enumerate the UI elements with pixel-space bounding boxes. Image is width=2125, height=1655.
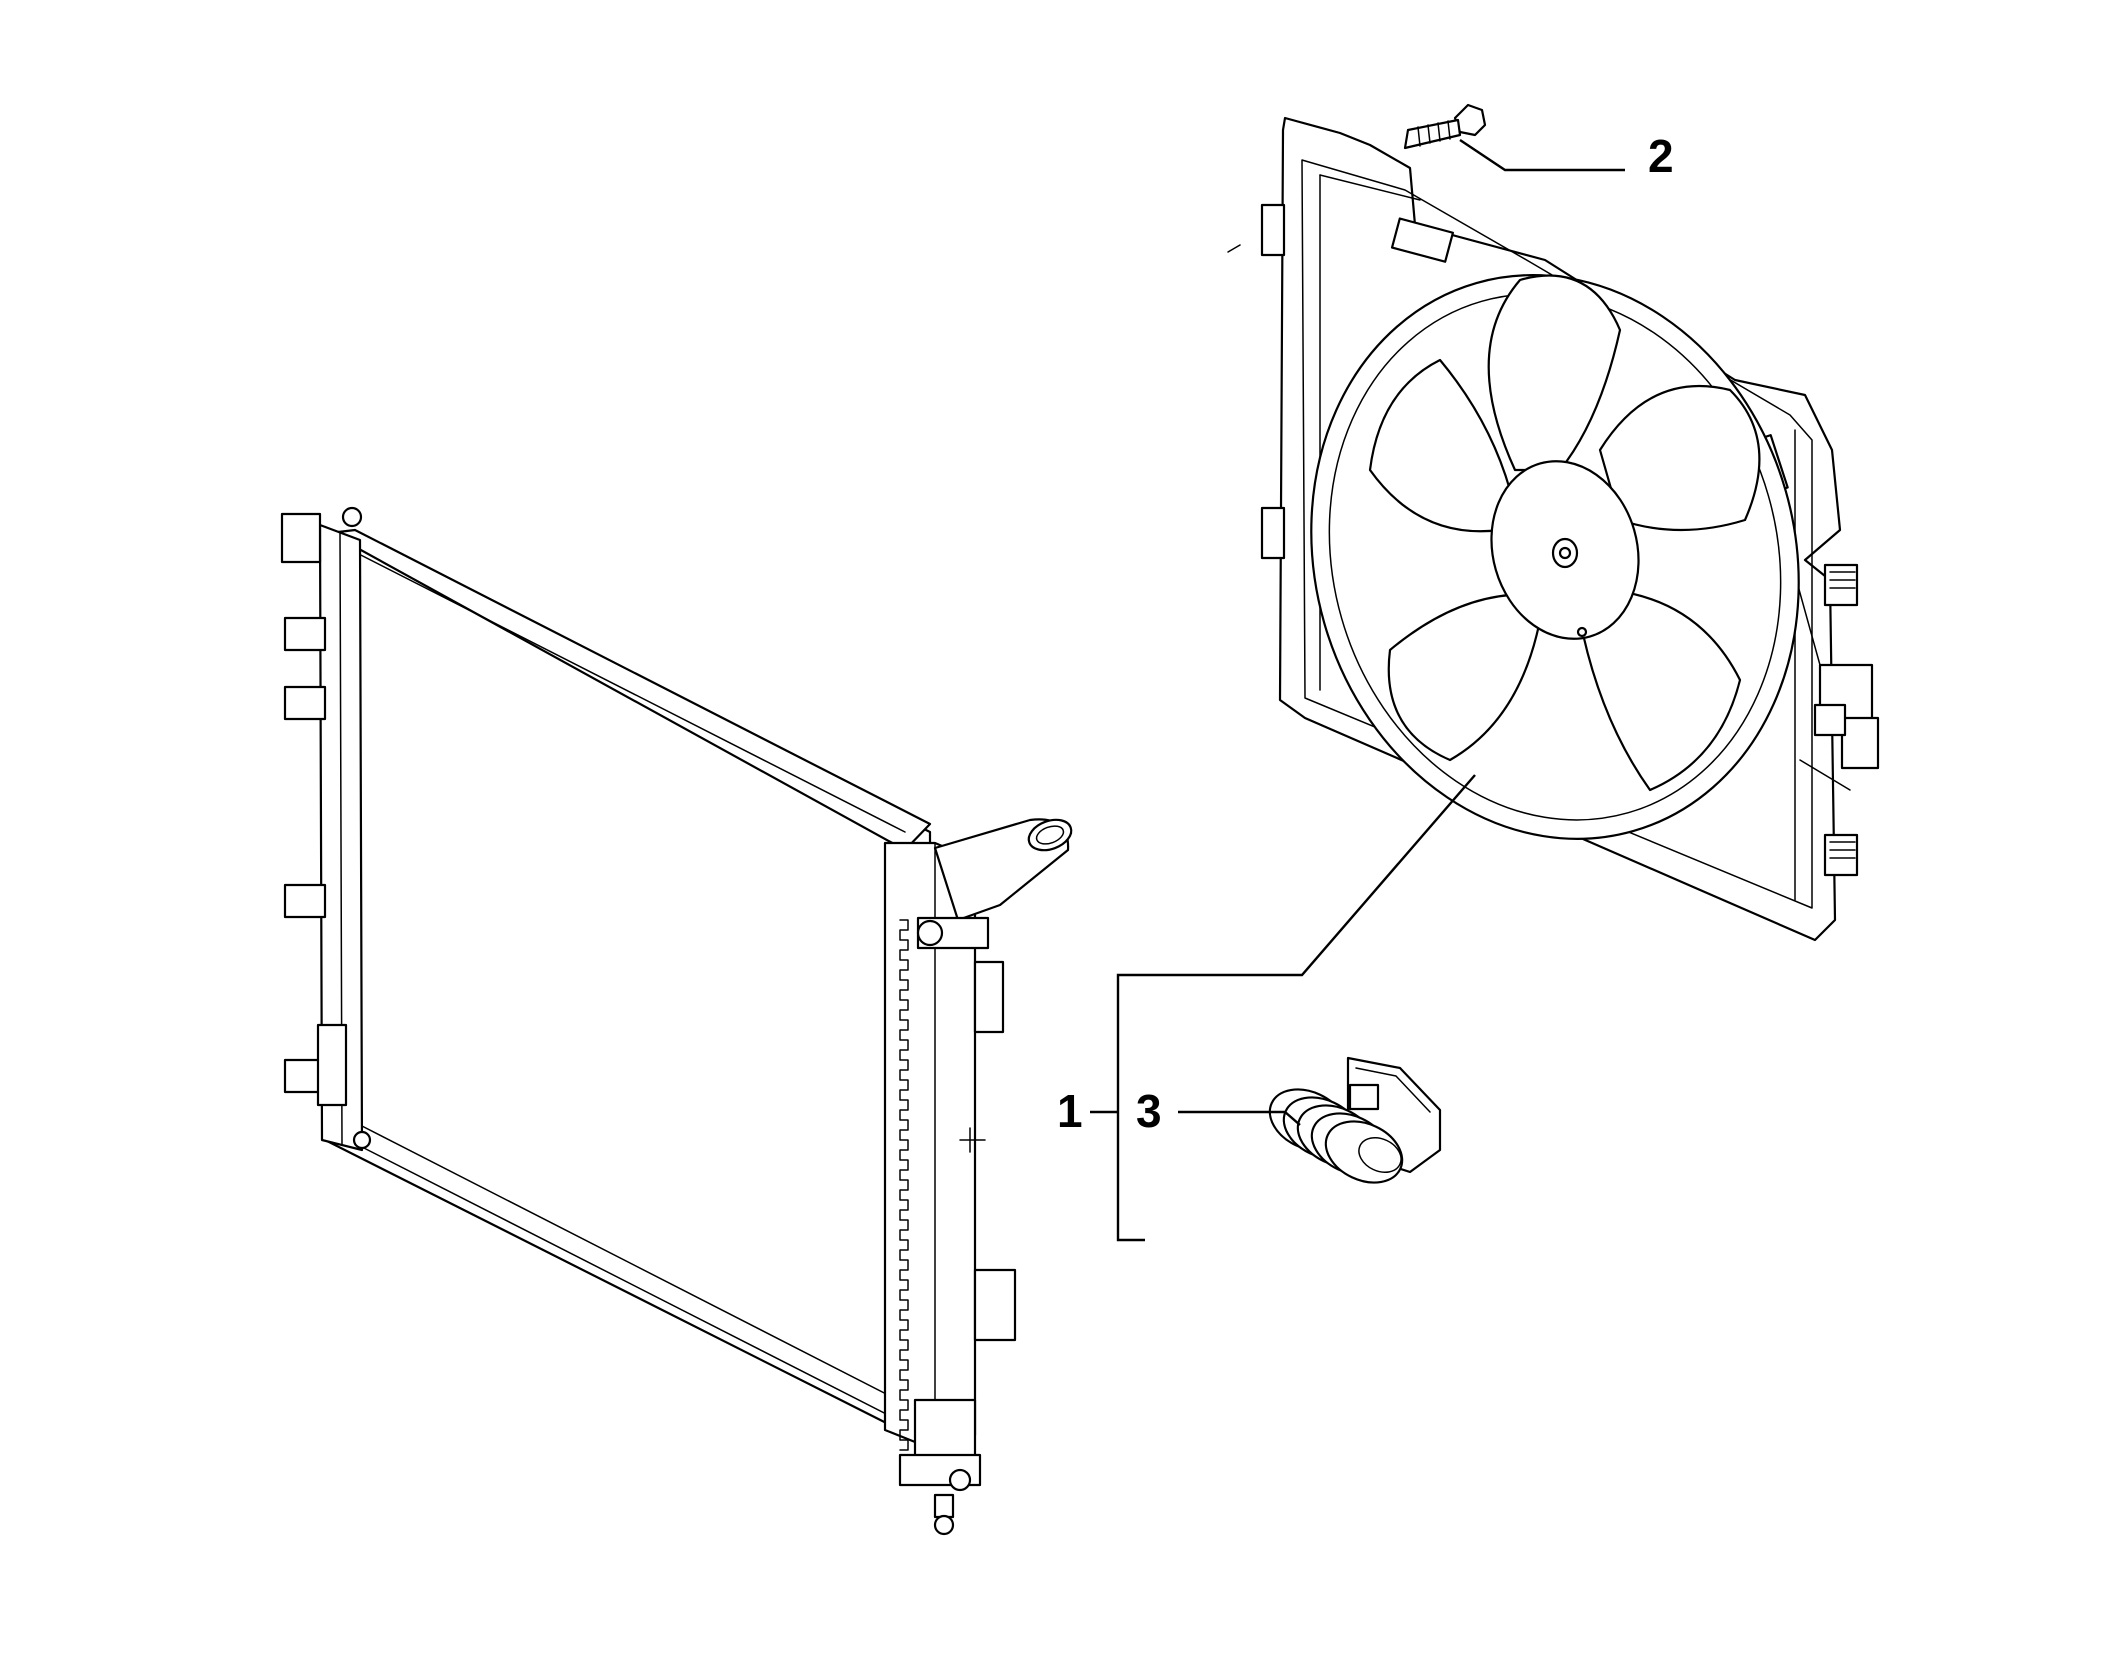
cooling-fan-assembly[interactable] — [1227, 103, 1880, 942]
radiator-fin-serration — [899, 919, 909, 1451]
radiator-core — [323, 525, 932, 1447]
radiator-right-brackets — [959, 960, 1017, 1342]
radiator-left-brackets — [280, 506, 372, 1150]
fan-shroud-left-tabs — [1227, 203, 1286, 560]
radiator[interactable] — [280, 506, 1075, 1536]
radiator-upper-hose-outlet — [916, 818, 1073, 950]
leader-lines — [1090, 139, 1625, 1242]
callout-1: 1 — [1057, 1085, 1083, 1137]
fan-resistor[interactable] — [1260, 1056, 1442, 1194]
radiator-drain-plug — [898, 1398, 982, 1536]
callout-2: 2 — [1648, 130, 1674, 182]
fan-electrical-connector — [1794, 574, 1880, 791]
callout-3: 3 — [1136, 1085, 1162, 1137]
radiator-top-tank — [328, 528, 932, 852]
fan-bolt[interactable] — [1403, 103, 1487, 150]
fan-blades — [1368, 274, 1761, 792]
fan-shroud-top-clip — [1390, 217, 1455, 263]
